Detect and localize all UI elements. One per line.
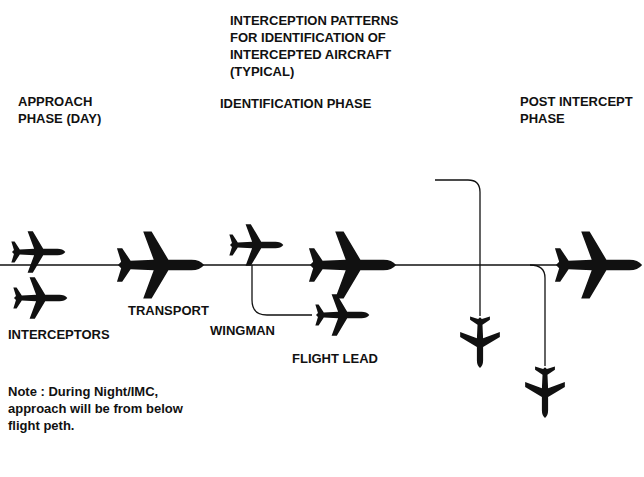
- aircraft-label: TRANSPORT: [128, 302, 238, 319]
- phase-heading: IDENTIFICATION PHASE: [220, 95, 420, 112]
- interceptor-aircraft: [315, 294, 369, 336]
- phase-heading: APPROACH PHASE (DAY): [18, 93, 138, 127]
- interceptor-aircraft: [229, 224, 283, 266]
- interceptor-aircraft: [13, 277, 67, 319]
- breakaway-path: [530, 265, 545, 366]
- interceptor-aircraft: [460, 317, 500, 368]
- flight-path: [0, 264, 560, 265]
- aircraft-label: WINGMAN: [210, 322, 300, 339]
- wingman-path: [252, 265, 312, 315]
- aircraft-label: FLIGHT LEAD: [292, 350, 412, 367]
- phase-heading: POST INTERCEPT PHASE: [520, 93, 638, 127]
- diagram-title: INTERCEPTION PATTERNS FOR IDENTIFICATION…: [230, 12, 420, 80]
- interceptor-aircraft: [525, 367, 565, 418]
- aircraft-label: INTERCEPTORS: [8, 326, 128, 343]
- transport-aircraft: [555, 231, 642, 298]
- breakaway-path: [435, 180, 480, 316]
- note-text: Note : During Night/IMC, approach will b…: [8, 383, 198, 434]
- transport-aircraft: [309, 231, 396, 298]
- transport-aircraft: [117, 231, 204, 298]
- interceptor-aircraft: [11, 231, 65, 273]
